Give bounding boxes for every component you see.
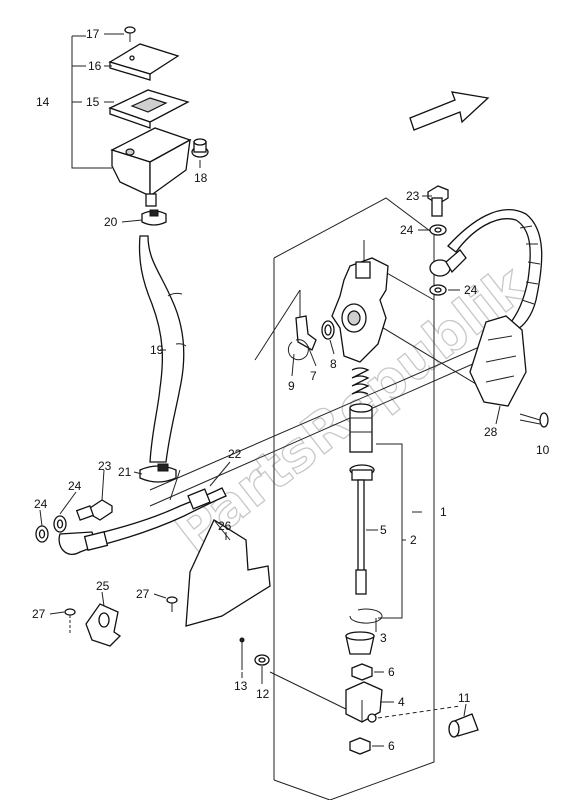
label-24-right-a: 24 <box>400 223 414 237</box>
screw-27-right <box>166 596 178 612</box>
boot <box>345 631 375 655</box>
label-21: 21 <box>118 465 132 479</box>
label-24-right-b: 24 <box>464 283 478 297</box>
hose-clamp-upper <box>141 209 167 226</box>
hose-bracket <box>469 315 527 407</box>
label-14: 14 <box>36 95 50 109</box>
piston-set <box>349 403 373 453</box>
label-23-right: 23 <box>406 189 420 203</box>
o-ring <box>321 320 335 340</box>
label-6-upper: 6 <box>388 665 395 679</box>
cover <box>185 519 271 627</box>
label-2: 2 <box>410 533 417 547</box>
washer-left-b <box>53 515 67 533</box>
union-bolt-left <box>75 499 113 521</box>
label-6-lower: 6 <box>388 739 395 753</box>
hose-banjo-right <box>429 249 467 277</box>
label-18: 18 <box>194 171 208 185</box>
label-20: 20 <box>104 215 118 229</box>
reservoir-cap-screw <box>124 26 136 42</box>
label-5: 5 <box>380 523 387 537</box>
master-cylinder-body <box>331 257 389 363</box>
circlip-small <box>287 339 309 361</box>
label-25: 25 <box>96 579 110 593</box>
reservoir-body <box>110 127 192 207</box>
washer-left-a <box>35 525 49 543</box>
callout-labels: 17 16 14 15 18 20 19 21 22 23 24 24 23 2… <box>32 27 550 753</box>
label-7: 7 <box>310 369 317 383</box>
hose-holder <box>85 603 122 647</box>
label-17: 17 <box>86 27 100 41</box>
reservoir-mount-bolt <box>191 138 209 158</box>
clevis-pin <box>448 713 479 738</box>
leader-lines <box>39 33 501 747</box>
label-24-left-a: 24 <box>68 479 82 493</box>
label-22: 22 <box>228 447 242 461</box>
hose-clamp-lower <box>139 463 177 483</box>
brake-hose-lower <box>87 487 227 549</box>
label-1: 1 <box>440 505 447 519</box>
cotter-pin <box>239 637 245 670</box>
label-26: 26 <box>218 519 232 533</box>
screw-27-left <box>64 608 76 634</box>
return-spring <box>351 367 370 395</box>
label-24-left-b: 24 <box>34 497 48 511</box>
circlip-large <box>349 608 383 624</box>
label-8: 8 <box>330 357 337 371</box>
union-bolt-right <box>427 185 449 217</box>
washer-12 <box>254 654 270 666</box>
label-9: 9 <box>288 379 295 393</box>
reservoir-hose <box>138 235 187 463</box>
nut-lower <box>349 737 371 755</box>
label-15: 15 <box>86 95 100 109</box>
washer-right-a <box>429 224 447 236</box>
clevis <box>345 681 383 723</box>
label-28: 28 <box>484 425 498 439</box>
direction-arrow-icon <box>409 91 490 131</box>
label-23-left: 23 <box>98 459 112 473</box>
label-11: 11 <box>458 691 471 705</box>
label-27-right: 27 <box>136 587 150 601</box>
reservoir-cap <box>108 43 180 81</box>
label-12: 12 <box>256 687 270 701</box>
brake-hose-banjo <box>58 531 109 555</box>
bracket-screw <box>519 412 549 428</box>
push-rod <box>349 464 375 595</box>
label-4: 4 <box>398 695 405 709</box>
nut-upper <box>351 663 373 681</box>
label-3: 3 <box>380 631 387 645</box>
reservoir-diaphragm <box>108 89 190 129</box>
label-13: 13 <box>234 679 248 693</box>
washer-right-b <box>429 284 447 296</box>
label-27-left: 27 <box>32 607 46 621</box>
label-19: 19 <box>150 343 164 357</box>
hose-joint <box>295 315 317 351</box>
label-10: 10 <box>536 443 550 457</box>
label-16: 16 <box>88 59 102 73</box>
